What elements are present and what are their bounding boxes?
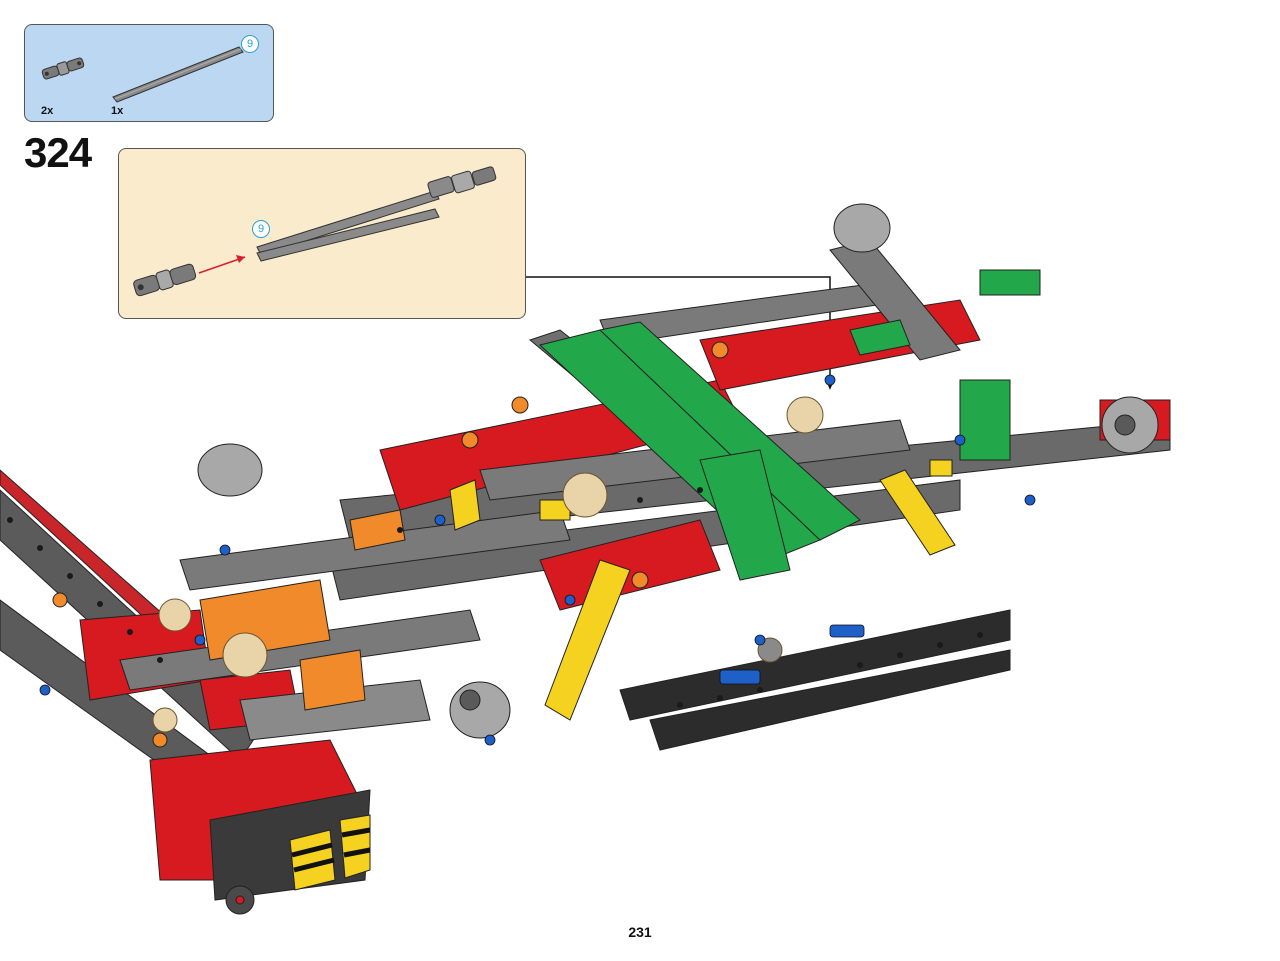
axle-part-icon <box>112 46 244 103</box>
axle-quantity: 1x <box>111 105 124 117</box>
yellow-links <box>449 459 956 721</box>
page-number: 231 <box>628 924 652 940</box>
sub-assembly-illustration <box>133 166 497 297</box>
universal-joint-part-icon <box>41 57 85 80</box>
axle-length-badge: 9 <box>241 35 259 53</box>
step-number: 324 <box>24 129 92 176</box>
assembled-axle-icon <box>256 166 497 256</box>
beam-holes <box>7 487 983 708</box>
orange-parts <box>52 341 729 748</box>
insert-arrow-icon <box>198 255 246 274</box>
green-beams <box>538 269 1041 581</box>
wheel-hubs <box>197 203 1159 739</box>
universal-joint-quantity: 2x <box>41 105 54 117</box>
rear-bumper <box>209 789 371 915</box>
sub-assembly-box: 9 <box>118 148 526 319</box>
sub-assembly-length-badge: 9 <box>252 220 270 238</box>
gears <box>152 396 824 733</box>
universal-joint-icon <box>133 263 197 297</box>
loose-axle-icon <box>256 208 440 262</box>
blue-pins <box>39 374 1036 746</box>
parts-list-illustration <box>41 46 244 103</box>
parts-list-box: 2x 1x 9 <box>24 24 274 122</box>
